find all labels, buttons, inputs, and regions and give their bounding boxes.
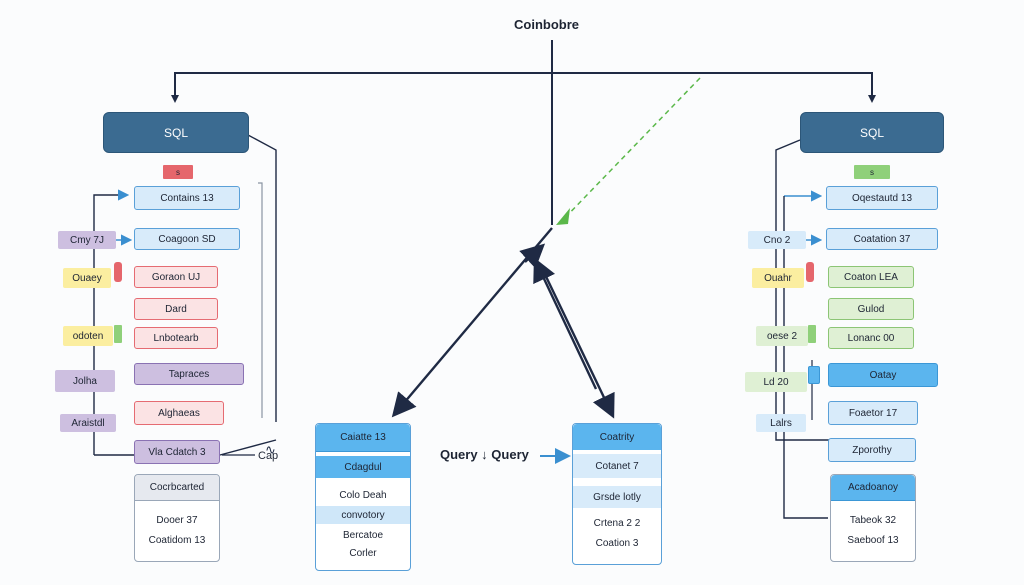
right-row-6[interactable]: Oatay xyxy=(828,363,938,387)
left-tag-1[interactable]: Cmy 7J xyxy=(58,231,116,249)
center-left-sub: Cdagdul xyxy=(316,456,410,478)
right-row-5[interactable]: Lonanc 00 xyxy=(828,327,914,349)
right-tag-3[interactable]: oese 2 xyxy=(756,326,808,346)
center-left-panel: Caiatte 13 Cdagdul Colo Deah convotory B… xyxy=(315,423,411,571)
right-panel-header: Acadoanoy xyxy=(831,475,915,501)
right-row-2[interactable]: Coatation 37 xyxy=(826,228,938,250)
right-tag-4[interactable]: Ld 20 xyxy=(745,372,807,392)
right-panel-row-2: Saeboof 13 xyxy=(847,534,899,546)
left-tag-2-marker xyxy=(114,262,122,282)
left-tag-3[interactable]: odoten xyxy=(63,326,113,346)
center-right-row-3: Coation 3 xyxy=(595,537,639,549)
right-row-8[interactable]: Zporothy xyxy=(828,438,916,462)
left-tag-3-marker xyxy=(114,325,122,343)
left-tag-5[interactable]: Araistdl xyxy=(60,414,116,432)
right-row-3[interactable]: Coaton LEA xyxy=(828,266,914,288)
center-left-header: Caiatte 13 xyxy=(316,424,410,452)
center-right-panel: Coatrity Cotanet 7 Grsde lotly Crtena 2 … xyxy=(572,423,662,565)
right-row-7[interactable]: Foaetor 17 xyxy=(828,401,918,425)
left-panel-header: Cocrbcarted xyxy=(135,475,219,501)
left-row-1[interactable]: Contains 13 xyxy=(134,186,240,210)
left-header-tab: s xyxy=(163,165,193,179)
right-tag-2[interactable]: Ouahr xyxy=(752,268,804,288)
left-row-2[interactable]: Coagoon SD xyxy=(134,228,240,250)
left-tag-2[interactable]: Ouaey xyxy=(63,268,111,288)
center-right-row-2: Crtena 2 2 xyxy=(593,517,641,529)
loop-icon: ∿ xyxy=(265,442,276,457)
right-tag-4-marker xyxy=(808,366,820,384)
diagram-title: Coinbobre xyxy=(514,17,579,32)
left-panel-row-1: Dooer 37 xyxy=(156,514,198,526)
right-tag-1[interactable]: Cno 2 xyxy=(748,231,806,249)
right-bottom-panel: Acadoanoy Tabeok 32 Saeboof 13 xyxy=(830,474,916,562)
center-right-sub: Cotanet 7 xyxy=(573,454,661,478)
center-left-row-4: Corler xyxy=(349,547,377,559)
left-row-7[interactable]: Alghaeas xyxy=(134,401,224,425)
right-tag-5[interactable]: Lalrs xyxy=(756,414,806,432)
right-tag-3-marker xyxy=(808,325,816,343)
center-right-row-1: Grsde lotly xyxy=(573,486,661,508)
left-side-label: Cap xyxy=(258,450,279,462)
center-left-row-2[interactable]: convotory xyxy=(316,506,410,524)
center-left-row-3: Bercatoe xyxy=(342,529,384,541)
left-row-3[interactable]: Goraon UJ xyxy=(134,266,218,288)
right-header-tab: s xyxy=(854,165,890,179)
center-right-header: Coatrity xyxy=(573,424,661,450)
left-row-5[interactable]: Lnbotearb xyxy=(134,327,218,349)
right-tag-2-marker xyxy=(806,262,814,282)
center-left-row-1: Colo Deah xyxy=(339,489,387,501)
right-sql-header[interactable]: SQL xyxy=(800,112,944,153)
right-row-4[interactable]: Gulod xyxy=(828,298,914,320)
left-tag-4[interactable]: Jolha xyxy=(55,370,115,392)
query-label: Query ↓ Query xyxy=(440,447,529,462)
left-bottom-panel: Cocrbcarted Dooer 37 Coatidom 13 xyxy=(134,474,220,562)
left-panel-row-2: Coatidom 13 xyxy=(148,534,206,546)
right-row-1[interactable]: Oqestautd 13 xyxy=(826,186,938,210)
left-row-6[interactable]: Tapraces xyxy=(134,363,244,385)
right-panel-row-1: Tabeok 32 xyxy=(849,514,897,526)
left-sql-header[interactable]: SQL xyxy=(103,112,249,153)
left-row-4[interactable]: Dard xyxy=(134,298,218,320)
left-row-8[interactable]: Vla Cdatch 3 xyxy=(134,440,220,464)
